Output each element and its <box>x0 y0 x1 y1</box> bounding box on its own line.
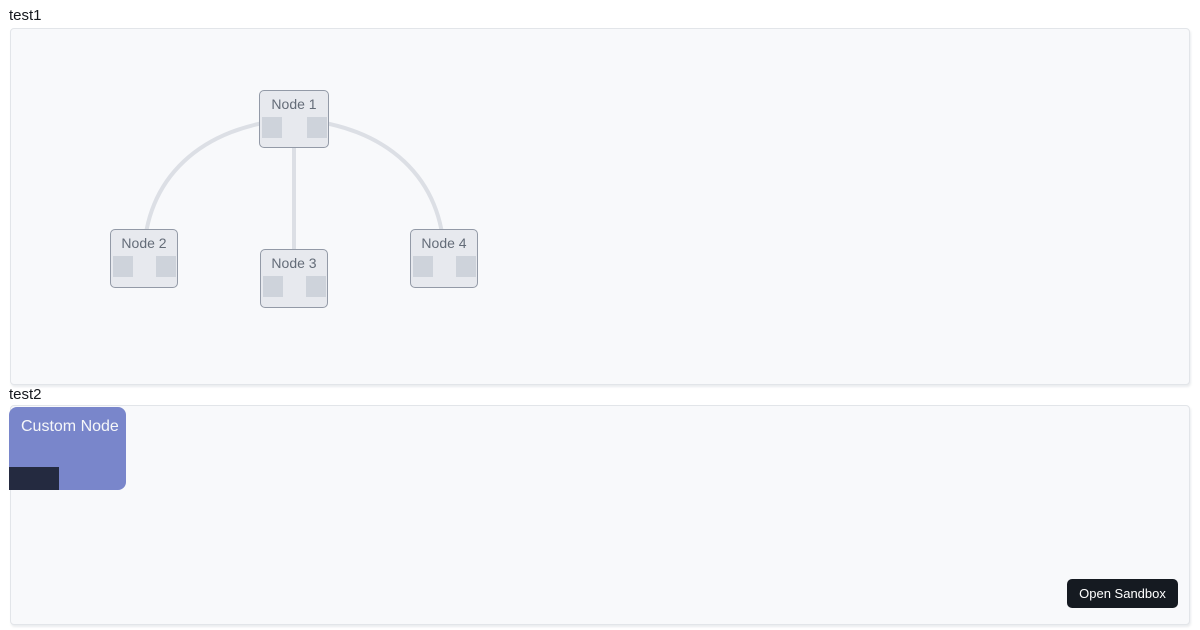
input-port[interactable] <box>263 276 283 297</box>
output-port[interactable] <box>307 117 327 138</box>
input-port[interactable] <box>113 256 133 277</box>
input-port[interactable] <box>262 117 282 138</box>
input-port[interactable] <box>413 256 433 277</box>
custom-node-label: Custom Node <box>21 418 119 435</box>
node-ports <box>262 117 327 138</box>
node-ports <box>263 276 326 297</box>
example-title-test1: test1 <box>9 7 42 24</box>
node-ports <box>113 256 176 277</box>
diagram-node-2[interactable]: Node 2 <box>110 229 178 288</box>
example-title-test2: test2 <box>9 386 42 403</box>
output-port[interactable] <box>456 256 476 277</box>
preview-panel-test2[interactable]: Open Sandbox <box>10 405 1190 625</box>
output-port[interactable] <box>306 276 326 297</box>
node-label: Node 1 <box>271 96 317 112</box>
node-label: Node 4 <box>421 235 467 251</box>
custom-node-port[interactable] <box>9 467 59 490</box>
diagram-node-1[interactable]: Node 1 <box>259 90 329 148</box>
custom-node[interactable]: Custom Node <box>9 407 126 490</box>
diagram-edges <box>142 117 446 280</box>
node-label: Node 2 <box>121 235 167 251</box>
output-port[interactable] <box>156 256 176 277</box>
node-label: Node 3 <box>271 255 317 271</box>
diagram-node-4[interactable]: Node 4 <box>410 229 478 288</box>
diagram-node-3[interactable]: Node 3 <box>260 249 328 308</box>
node-ports <box>413 256 476 277</box>
preview-panel-test1[interactable]: Node 1 Node 2 Node 3 Node 4 <box>10 28 1190 385</box>
open-sandbox-button[interactable]: Open Sandbox <box>1067 579 1178 608</box>
